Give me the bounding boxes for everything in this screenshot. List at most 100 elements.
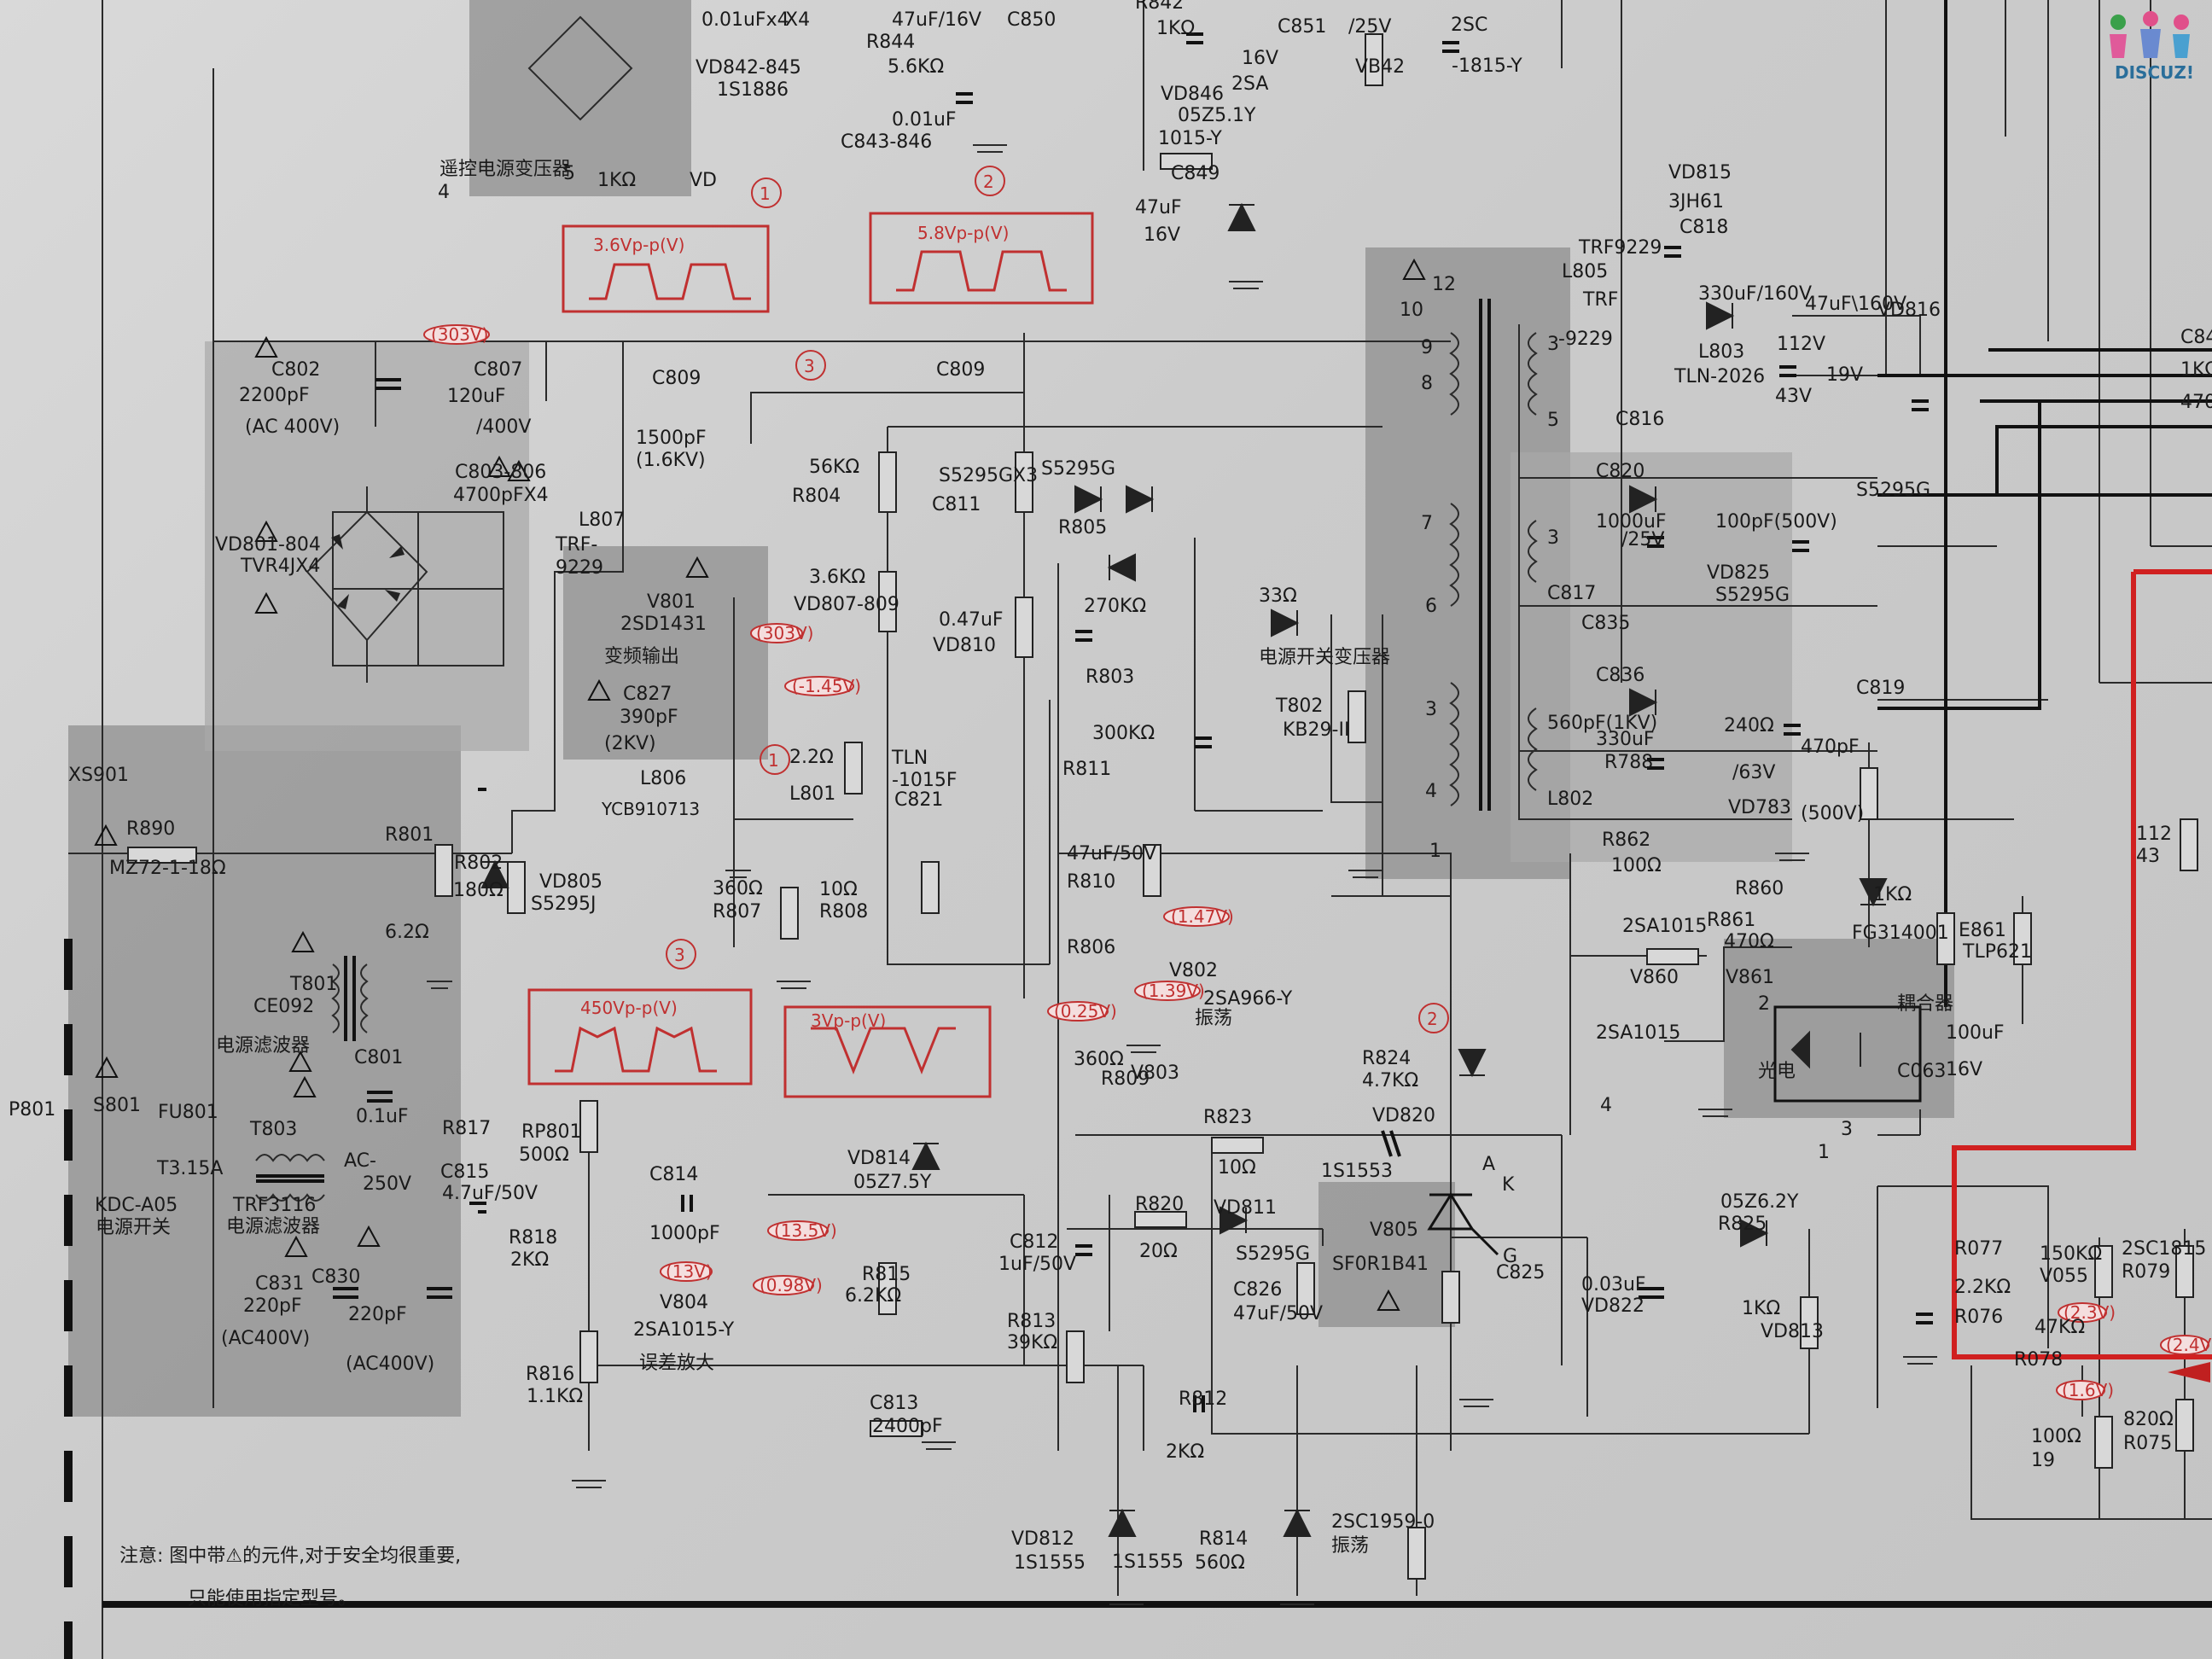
svg-text:V803: V803 [1131, 1062, 1179, 1084]
svg-text:47uF: 47uF [1135, 197, 1182, 218]
svg-text:C831: C831 [255, 1273, 304, 1295]
svg-text:2SA1015: 2SA1015 [1596, 1022, 1680, 1044]
svg-text:/25V: /25V [1348, 16, 1391, 38]
svg-text:470Ω: 470Ω [1724, 931, 1774, 952]
svg-text:1: 1 [1818, 1142, 1830, 1163]
svg-text:T3.15A: T3.15A [156, 1158, 223, 1179]
svg-text:K: K [1502, 1174, 1515, 1196]
svg-text:2KΩ: 2KΩ [510, 1249, 549, 1271]
svg-text:V861: V861 [1726, 967, 1774, 988]
svg-text:VD: VD [690, 170, 717, 191]
bridge-rectifier-vd801 [306, 486, 428, 683]
svg-text:1KΩ: 1KΩ [2180, 359, 2212, 381]
svg-text:VD783: VD783 [1728, 797, 1791, 818]
svg-text:2SA: 2SA [1231, 73, 1268, 95]
svg-text:VD801-804: VD801-804 [215, 534, 321, 556]
svg-text:470pF: 470pF [1801, 736, 1860, 758]
svg-text:T801: T801 [289, 974, 337, 995]
svg-text:VD815: VD815 [1668, 162, 1732, 183]
svg-text:C827: C827 [623, 684, 672, 705]
svg-text:VD810: VD810 [933, 635, 996, 656]
svg-text:560pF(1KV): 560pF(1KV) [1547, 713, 1657, 734]
ground-symbols [427, 144, 2116, 1605]
svg-text:VD816: VD816 [1877, 300, 1941, 321]
svg-text:VD814: VD814 [847, 1148, 911, 1169]
shade-secondary-region [1511, 452, 1792, 862]
svg-text:0.47uF: 0.47uF [939, 609, 1004, 631]
svg-text:3: 3 [1547, 527, 1559, 549]
svg-text:R079: R079 [2122, 1261, 2170, 1283]
svg-text:1KΩ: 1KΩ [1156, 18, 1195, 39]
svg-text:5.6KΩ: 5.6KΩ [888, 56, 944, 78]
svg-text:33Ω: 33Ω [1259, 585, 1297, 607]
svg-text:2400pF: 2400pF [872, 1416, 943, 1437]
svg-text:AC-: AC- [344, 1150, 376, 1172]
svg-text:2: 2 [983, 172, 994, 192]
svg-text:100Ω: 100Ω [1611, 855, 1662, 876]
svg-text:3Vp-p(V): 3Vp-p(V) [811, 1010, 886, 1031]
svg-text:C807: C807 [474, 359, 522, 381]
svg-text:1KΩ: 1KΩ [1873, 884, 1912, 905]
svg-text:6.2Ω: 6.2Ω [385, 922, 429, 943]
svg-text:2SA966-Y: 2SA966-Y [1203, 988, 1293, 1010]
svg-text:12: 12 [1432, 274, 1456, 295]
svg-text:(303V): (303V) [756, 623, 813, 643]
svg-text:VD807-809: VD807-809 [794, 594, 899, 615]
svg-text:1S1886: 1S1886 [717, 79, 789, 101]
svg-text:47KΩ: 47KΩ [2034, 1317, 2085, 1338]
svg-text:112V: 112V [1777, 334, 1825, 355]
svg-text:VD805: VD805 [539, 871, 602, 893]
svg-text:2SA1015: 2SA1015 [1622, 916, 1707, 937]
svg-text:TRF3116: TRF3116 [232, 1195, 316, 1216]
svg-text:C818: C818 [1679, 217, 1728, 238]
waveform-box-4 [783, 1005, 992, 1098]
svg-text:L802: L802 [1547, 789, 1593, 810]
svg-text:(1.39V): (1.39V) [1142, 981, 1205, 1001]
svg-text:1uF/50V: 1uF/50V [998, 1254, 1076, 1275]
svg-text:X4: X4 [785, 9, 810, 31]
svg-text:VD812: VD812 [1011, 1528, 1074, 1550]
svg-text:1000pF: 1000pF [649, 1223, 720, 1244]
svg-text:R818: R818 [509, 1227, 557, 1249]
svg-text:(0.98V): (0.98V) [760, 1275, 823, 1295]
svg-text:R815: R815 [862, 1264, 911, 1285]
svg-text:(AC 400V): (AC 400V) [245, 416, 340, 438]
resistors [434, 33, 2198, 1580]
svg-text:L803: L803 [1698, 341, 1744, 363]
svg-text:R814: R814 [1199, 1528, 1248, 1550]
svg-text:5: 5 [1547, 410, 1559, 431]
svg-text:/400V: /400V [476, 416, 531, 438]
svg-text:C826: C826 [1233, 1279, 1282, 1301]
svg-text:R808: R808 [819, 901, 868, 923]
svg-text:电源滤波器: 电源滤波器 [216, 1035, 310, 1057]
svg-text:10Ω: 10Ω [1218, 1157, 1256, 1179]
svg-text:4.7KΩ: 4.7KΩ [1362, 1070, 1418, 1091]
svg-text:4: 4 [1600, 1095, 1612, 1116]
svg-text:4700pFX4: 4700pFX4 [453, 485, 549, 506]
svg-text:R890: R890 [126, 818, 175, 840]
svg-text:TLN: TLN [891, 748, 928, 769]
svg-text:P801: P801 [9, 1099, 55, 1121]
svg-text:C835: C835 [1581, 613, 1630, 634]
svg-text:180Ω: 180Ω [453, 880, 504, 901]
svg-text:19: 19 [2031, 1450, 2055, 1471]
svg-text:C814: C814 [649, 1164, 698, 1185]
svg-text:C812: C812 [1010, 1231, 1058, 1253]
svg-text:V802: V802 [1169, 960, 1218, 981]
svg-text:2: 2 [1427, 1009, 1438, 1029]
svg-text:变频输出: 变频输出 [604, 646, 679, 667]
svg-text:100uF: 100uF [1946, 1022, 2005, 1044]
svg-text:47uF/16V: 47uF/16V [892, 9, 981, 31]
svg-text:L805: L805 [1562, 261, 1608, 282]
svg-text:S5295G: S5295G [1236, 1243, 1310, 1265]
shade-optocoupler-region [1724, 939, 1954, 1118]
svg-text:2200pF: 2200pF [239, 385, 310, 406]
svg-text:电源滤波器: 电源滤波器 [226, 1216, 320, 1237]
svg-text:(13.5V): (13.5V) [774, 1220, 837, 1241]
svg-text:6: 6 [1425, 596, 1437, 617]
svg-text:-9229: -9229 [1558, 329, 1613, 350]
svg-text:(13V): (13V) [666, 1261, 713, 1282]
svg-text:C830: C830 [311, 1266, 360, 1288]
shade-left-region [68, 725, 461, 1417]
svg-text:L807: L807 [579, 509, 625, 531]
